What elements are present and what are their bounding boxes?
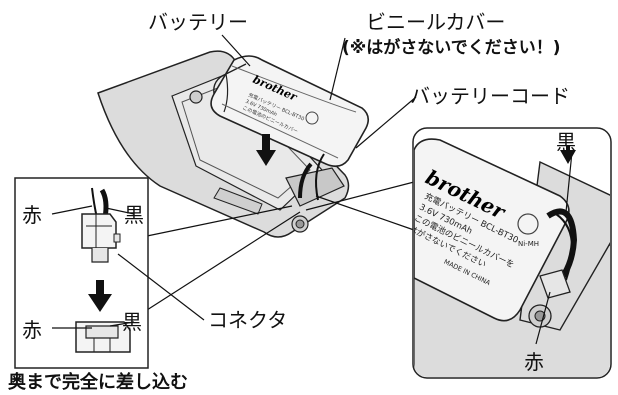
- battery-closeup-inset: brother 充電バッテリー BCL-BT30 3.6V 730mAh この電…: [412, 127, 612, 379]
- label-black-bottom: 黒: [122, 310, 142, 334]
- label-red-closeup: 赤: [524, 350, 544, 374]
- label-connector: コネクタ: [208, 308, 288, 332]
- connector-plug: [81, 213, 117, 249]
- label-battery: バッテリー: [148, 10, 248, 34]
- insert-arrow-down: [256, 134, 276, 166]
- battery-pack: brother 充電バッテリー BCL-BT30 3.6V 730mAh この電…: [210, 55, 370, 168]
- red-wire-closeup: [555, 213, 573, 281]
- connector-closeup: [539, 269, 571, 299]
- label-red-top: 赤: [22, 203, 42, 227]
- battery-pack-closeup: [414, 138, 570, 322]
- battery-cord: [315, 153, 325, 201]
- label-battery-cord: バッテリーコード: [410, 84, 570, 108]
- label-black-top: 黒: [124, 203, 144, 227]
- label-vinyl-cover-note: (※はがさないでください！): [342, 38, 561, 58]
- label-red-bottom: 赤: [22, 318, 42, 342]
- leader-lines: [146, 34, 417, 311]
- connector-inset: [14, 177, 205, 369]
- label-black-closeup: 黒: [556, 130, 576, 154]
- recycle-icon: [305, 111, 319, 125]
- label-vinyl-cover: ビニールカバー: [366, 10, 506, 34]
- handset-back-panel: [97, 50, 350, 238]
- instruction-text: 奥まで完全に差し込む: [8, 372, 188, 393]
- connector-arrow-down: [88, 280, 112, 312]
- svg-text:Ni-MH: Ni-MH: [518, 240, 539, 248]
- screw-hole: [189, 90, 203, 104]
- recycle-icon-large: [517, 213, 539, 235]
